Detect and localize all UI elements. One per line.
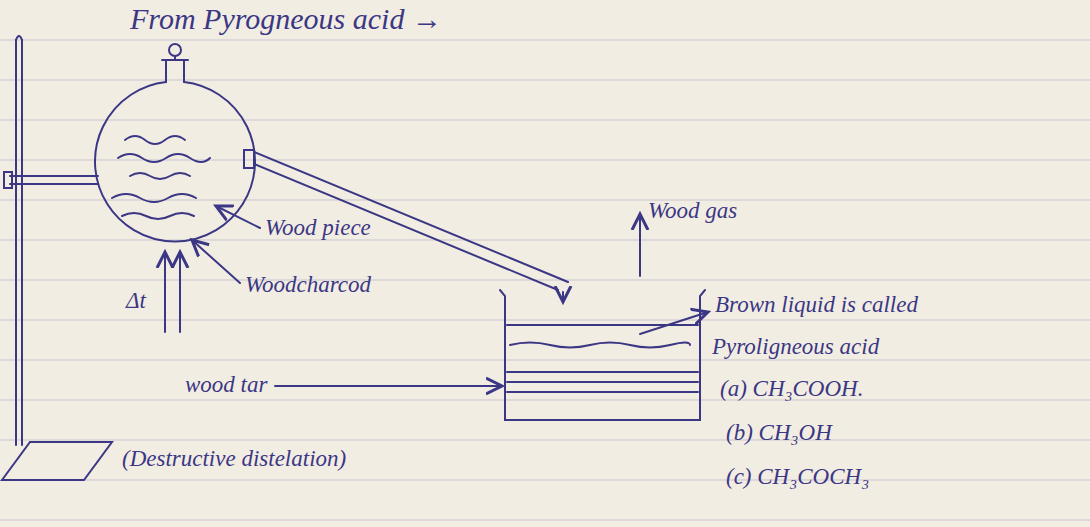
part-label: Woodcharcod [245,272,371,298]
part-label: Wood piece [265,215,371,241]
formula-text: (a) CH₃COOH. [720,376,863,402]
gas-label: Wood gas [648,198,737,224]
part-label: wood tar [185,372,267,398]
page-heading: From Pyrogneous acid → [130,2,442,37]
note-text: Brown liquid is called [715,292,918,318]
heat-label: Δt [126,288,146,314]
note-text: Pyroligneous acid [712,334,879,360]
formula-text: (b) CH₃OH [726,420,832,446]
formula-text: (c) CH₃COCH₃ [726,464,869,490]
caption-text: (Destructive distelation) [122,446,346,472]
